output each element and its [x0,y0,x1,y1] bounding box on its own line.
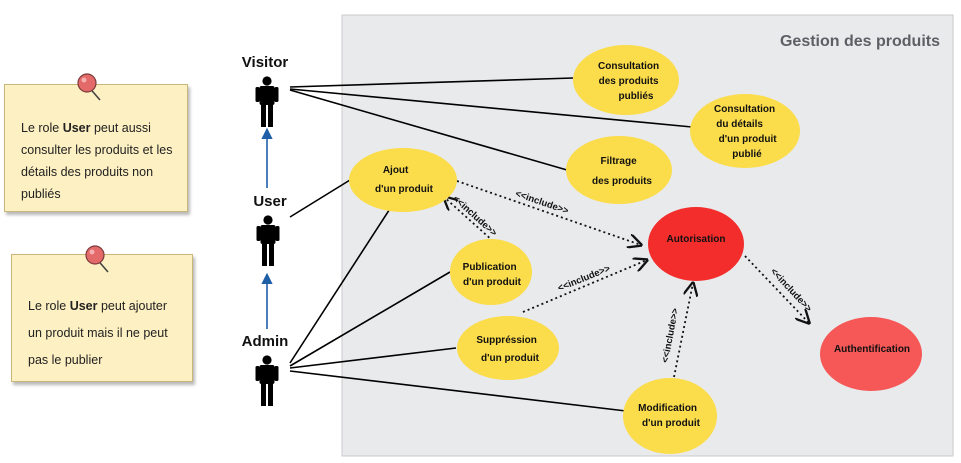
use-case-consultation-produits[interactable]: Consultation des produits publiés [573,45,679,115]
svg-text:Ajout d'un produit: Ajout d'un produit [375,165,434,195]
use-case-filtrage[interactable]: Filtrage des produits [566,136,672,204]
actor-admin[interactable]: Admin [242,333,289,406]
note-user-ajout: Le role User peut ajouter un produit mai… [11,254,193,382]
uc-line: Publication [463,262,517,273]
associations [289,77,693,412]
uc-line: Consultation [714,104,775,115]
svg-text:Filtrage des produits: Filtrage des produits [592,156,652,187]
uc-line: Autorisation [667,234,726,245]
svg-text:Publication d'un produit: Publication d'un produit [463,262,522,288]
uc-line: publié [732,149,762,160]
pushpin-icon [85,245,109,273]
uc-line: des produits [599,76,659,87]
uc-line: Suppréssion [476,335,537,346]
pushpin-icon [77,73,101,101]
note-user-consultation: Le role User peut aussi consulter les pr… [4,84,188,212]
use-case-suppression[interactable]: Suppréssion d'un produit [457,316,559,380]
uc-line: Ajout [383,165,409,176]
note-text: Le role User peut ajouter un produit mai… [28,293,182,374]
use-case-autorisation[interactable]: Autorisation [648,207,744,281]
svg-text:Authentification: Authentification [834,344,910,355]
actor-admin-label: Admin [242,333,289,350]
uc-line: d'un produit [642,418,701,429]
svg-text:Suppréssion d'un produit: Suppréssion d'un produit [476,335,539,364]
uc-line: du détails [716,119,763,130]
note-text-pre: Le role [28,299,70,313]
note-role: User [69,299,98,313]
note-role: User [62,121,91,135]
uc-line: Filtrage [601,156,638,167]
use-case-authentification[interactable]: Authentification [820,317,922,391]
uc-line: d'un produit [375,184,434,195]
note-text-post: peut ajouter un produit mais il ne peut … [28,299,168,367]
use-case-ajout[interactable]: Ajout d'un produit [349,148,457,212]
svg-text:Modification d'un produ: Modification d'un produit [638,403,700,429]
actor-user[interactable]: User [253,193,287,266]
svg-text:Consultation des produit: Consultation des produits publiés [598,61,662,102]
svg-text:Autorisation: Autorisation [667,234,726,245]
actor-visitor-label: Visitor [242,54,289,71]
uc-line: publiés [618,91,653,102]
uc-line: des produits [592,176,652,187]
use-case-consultation-details[interactable]: Consultation du détails d'un produit pub… [690,94,800,168]
note-text: Le role User peut aussi consulter les pr… [21,117,177,205]
use-case-modification[interactable]: Modification d'un produit [623,378,717,454]
uc-line: d'un produit [719,134,778,145]
use-case-publication[interactable]: Publication d'un produit [450,239,532,305]
system-title: Gestion des produits [780,33,940,50]
uc-line: d'un produit [481,353,540,364]
uc-line: Authentification [834,344,910,355]
uc-line: Consultation [598,61,659,72]
note-text-pre: Le role [21,121,63,135]
actor-visitor[interactable]: Visitor [242,54,289,127]
actor-user-label: User [253,193,287,210]
uc-line: d'un produit [463,277,522,288]
svg-text:Consultation du détails: Consultation du détails d'un produit pub… [714,104,779,160]
include-relations [444,180,809,378]
uc-line: Modification [638,403,697,414]
note-text-post: peut aussi consulter les produits et les… [21,121,173,201]
